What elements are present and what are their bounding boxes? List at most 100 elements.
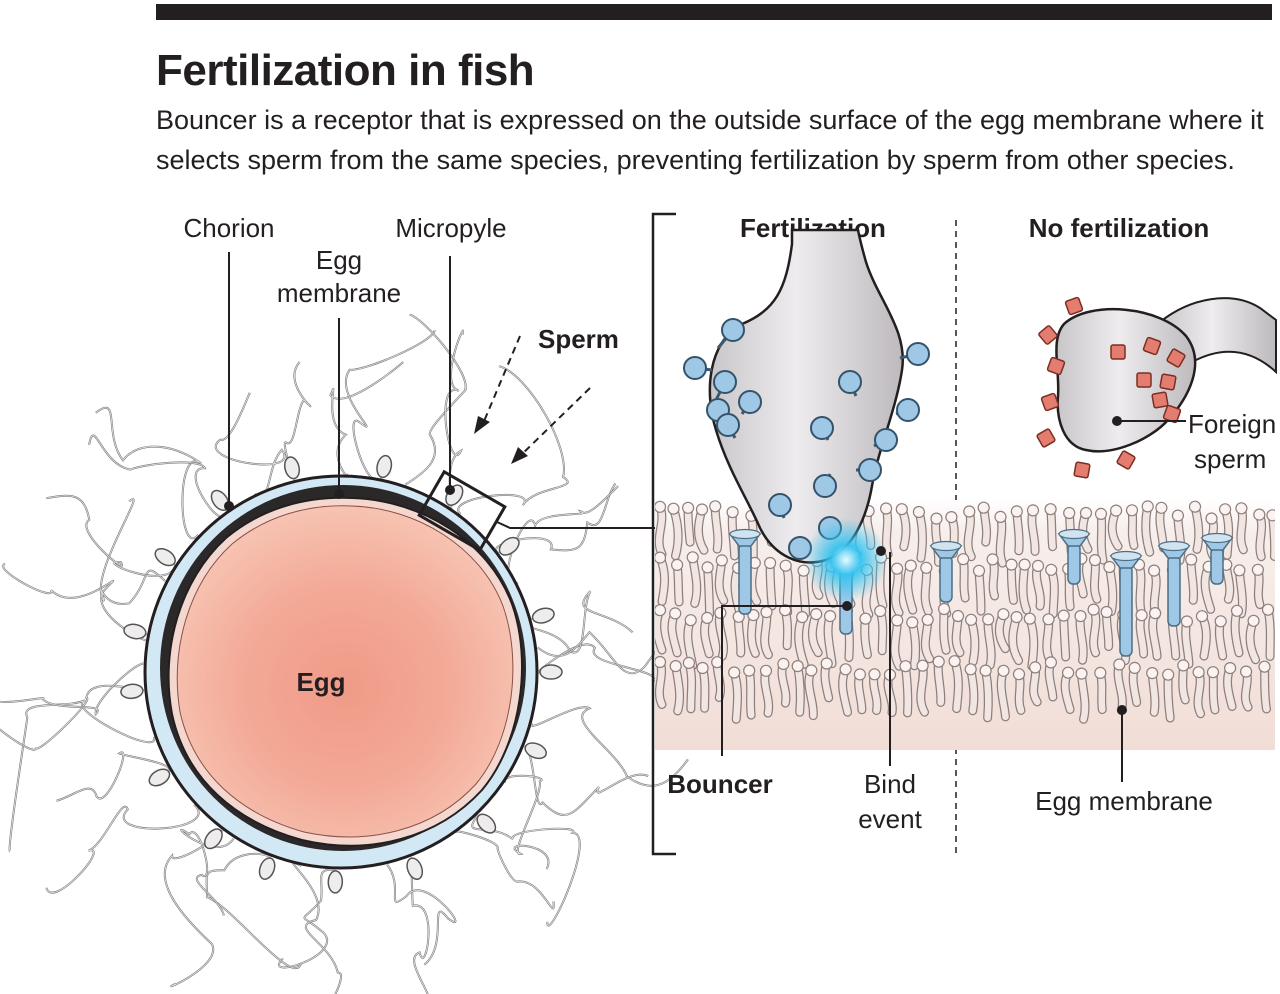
lipid-head <box>839 663 852 676</box>
lipid-tail <box>934 658 945 706</box>
egg-membrane-dot <box>334 489 344 499</box>
foreign-protein <box>1064 296 1084 316</box>
lipid-tail <box>1187 556 1197 604</box>
lipid-tail <box>689 554 700 607</box>
lipid-head <box>982 613 995 626</box>
lipid-head <box>1103 560 1116 574</box>
lipid-tail <box>1097 510 1107 564</box>
foreign-protein <box>1159 373 1177 391</box>
sperm-protein <box>721 318 745 342</box>
right-leader-lines <box>721 420 1186 782</box>
lipid-head <box>1010 610 1023 624</box>
sperm-tail-highlight <box>284 361 311 480</box>
sperm-tail-highlight <box>404 314 466 486</box>
foreign-protein <box>1151 391 1169 409</box>
lipid-head <box>1087 603 1100 616</box>
lipid-head <box>669 659 682 673</box>
lipid-tail <box>1078 670 1089 723</box>
lipid-head <box>1135 609 1148 622</box>
label-egg-membrane-line1: Egg <box>316 245 362 275</box>
foreign-protein <box>1036 428 1056 448</box>
sperm-protein <box>838 370 862 394</box>
bouncer-rim <box>930 540 962 552</box>
lipid-tail <box>1076 612 1087 664</box>
sperm-tail <box>8 699 155 853</box>
bouncer-rim <box>1201 532 1233 544</box>
lipid-head <box>726 506 739 519</box>
bind-event-glow <box>804 518 888 602</box>
lipid-head <box>1155 501 1168 514</box>
lipid-tail <box>711 503 722 553</box>
lipid-head <box>1079 506 1093 520</box>
lipid-head <box>778 604 792 617</box>
lipid-tail <box>921 564 932 615</box>
lipid-head <box>670 558 684 572</box>
sperm-head <box>203 828 223 850</box>
lipid-head <box>920 561 933 574</box>
lipid-head <box>964 663 977 676</box>
sperm-tail <box>329 361 404 485</box>
lipid-head <box>868 668 881 681</box>
sperm-head <box>524 742 547 760</box>
sperm-tail <box>163 828 224 988</box>
sperm-tail-highlight <box>457 365 568 515</box>
label-micropyle: Micropyle <box>395 213 506 243</box>
lipid-head <box>1247 614 1260 627</box>
lipid-head <box>997 608 1010 621</box>
bouncer-dot <box>842 601 852 611</box>
label-foreign-sperm-line2: sperm <box>1194 444 1266 474</box>
sperm-tail <box>88 434 228 519</box>
label-egg: Egg <box>296 667 345 697</box>
bouncer-stem <box>738 543 752 615</box>
lipid-head <box>1042 613 1055 626</box>
lipid-tail <box>984 616 995 669</box>
lipid-head <box>874 604 887 618</box>
sperm-tail-highlight <box>46 495 176 577</box>
lipid-head <box>696 661 709 675</box>
bouncer-rim <box>1110 550 1142 562</box>
lipid-head <box>684 614 697 627</box>
lipid-head <box>1251 563 1265 576</box>
lipid-head <box>1044 656 1058 669</box>
lipid-head <box>791 659 804 673</box>
lipid-tail <box>1090 606 1100 657</box>
sperm-tail <box>457 365 569 516</box>
sperm-tail-highlight <box>292 862 342 994</box>
lipid-head <box>1094 666 1107 680</box>
foreign-protein <box>1040 392 1060 412</box>
lipid-head <box>701 561 714 574</box>
lipid-head <box>921 613 934 626</box>
lipid-head <box>686 551 699 564</box>
lipid-head <box>1061 666 1075 679</box>
lipid-head <box>997 664 1010 677</box>
lipid-head <box>1230 604 1244 617</box>
lipid-head <box>895 503 908 516</box>
sperm-head <box>406 857 424 881</box>
lipid-head <box>994 510 1007 524</box>
lipid-head <box>1012 668 1026 681</box>
lipid-head <box>1206 666 1220 679</box>
lipid-head <box>1044 503 1057 516</box>
chorion-dot <box>224 501 234 511</box>
lipid-tail <box>940 605 950 654</box>
lipid-head <box>1188 500 1202 513</box>
lipid-head <box>1205 512 1218 525</box>
lipid-tail <box>1060 612 1069 661</box>
lipid-tail <box>882 505 892 558</box>
lipid-head <box>715 554 728 567</box>
bouncer-stem <box>1210 547 1224 585</box>
bouncer-rim <box>1058 528 1090 540</box>
sperm-head <box>531 607 555 624</box>
sperm-head <box>283 456 301 480</box>
lipid-tail <box>951 657 962 712</box>
lipid-head <box>1063 506 1076 520</box>
lipid-tail <box>967 666 978 715</box>
sperm-tail <box>95 406 202 539</box>
lipid-head <box>1223 661 1237 675</box>
lipid-tail <box>915 508 926 562</box>
lipid-head <box>714 606 727 620</box>
lipid-head <box>1171 509 1185 522</box>
lipid-head <box>1192 666 1205 679</box>
lipid-head <box>945 510 958 524</box>
lipid-head <box>948 655 961 668</box>
